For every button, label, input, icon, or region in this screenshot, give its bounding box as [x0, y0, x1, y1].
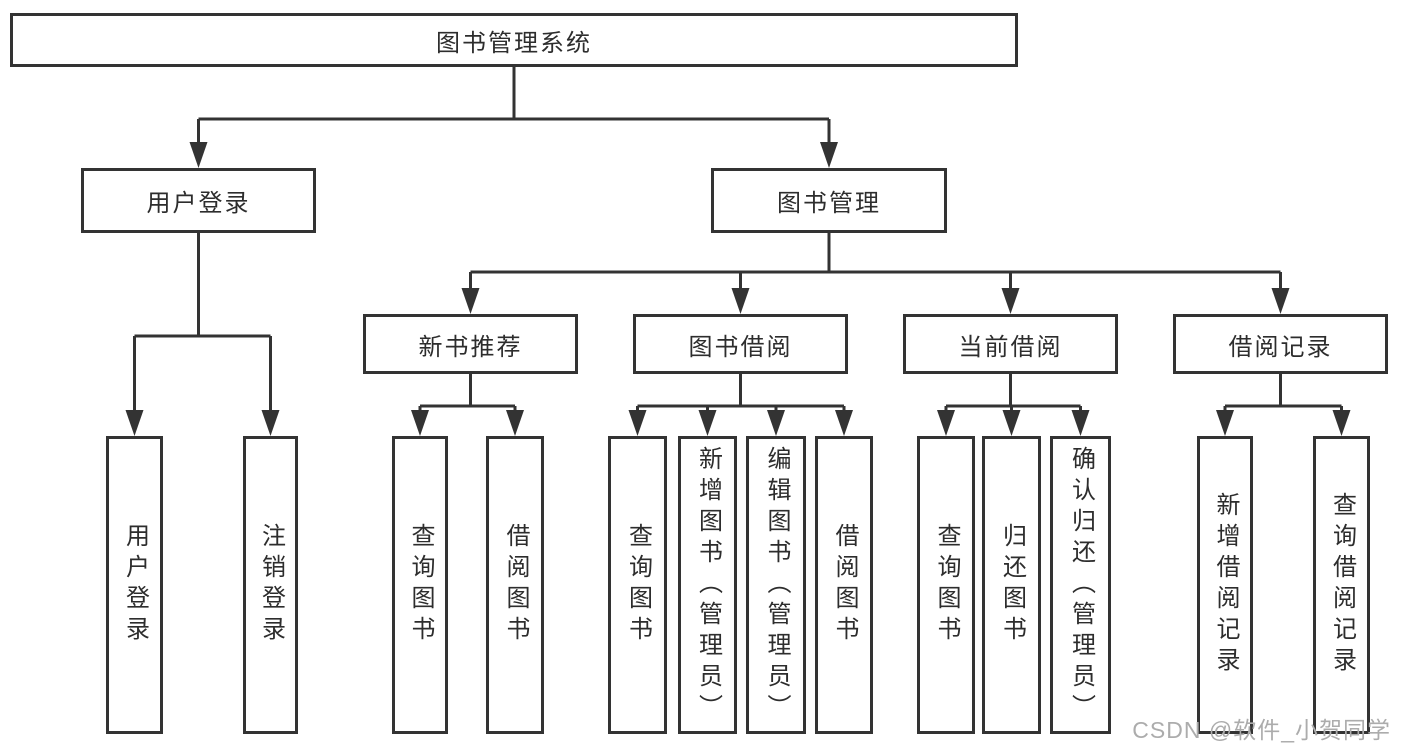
arrow-down-icon — [189, 142, 208, 168]
node-book-management: 图书管理 — [711, 168, 947, 233]
node-label: 新书推荐 — [418, 333, 523, 361]
node-library-system: 图书管理系统 — [10, 13, 1018, 67]
arrow-down-icon — [261, 410, 280, 436]
leaf-label: 编辑图书（管理员） — [763, 445, 790, 725]
arrow-down-icon — [731, 288, 750, 314]
node-label: 当前借阅 — [958, 333, 1063, 361]
connector-management-to-level3 — [469, 233, 1282, 292]
leaf-label: 注销登录 — [257, 523, 285, 647]
leaf-label: 用户登录 — [121, 523, 149, 647]
leaf-label: 查询图书 — [624, 523, 652, 647]
arrow-down-icon — [937, 410, 955, 436]
leaf-recommend-borrow-books: 借阅图书 — [486, 436, 544, 734]
node-current-borrowing: 当前借阅 — [903, 314, 1118, 374]
arrow-down-icon — [698, 410, 717, 436]
arrow-down-icon — [461, 288, 480, 314]
arrow-down-icon — [1271, 288, 1290, 314]
arrow-down-icon — [1071, 410, 1090, 436]
leaf-recommend-query-books: 查询图书 — [392, 436, 448, 734]
leaf-borrowing-query-books: 查询图书 — [608, 436, 667, 734]
leaf-borrowing-add-book-admin: 新增图书（管理员） — [678, 436, 737, 734]
leaf-records-query-borrow-record: 查询借阅记录 — [1313, 436, 1370, 734]
connector-borrowing-to-leaves — [636, 374, 846, 414]
node-new-book-recommendation: 新书推荐 — [363, 314, 578, 374]
connector-root-to-level2 — [197, 67, 831, 146]
leaf-borrowing-edit-book-admin: 编辑图书（管理员） — [746, 436, 806, 734]
node-label: 用户登录 — [146, 190, 251, 217]
connector-current-to-leaves — [944, 374, 1082, 414]
node-user-login: 用户登录 — [81, 168, 316, 233]
leaf-login-user-login: 用户登录 — [106, 436, 163, 734]
arrow-down-icon — [506, 410, 524, 436]
connector-records-to-leaves — [1223, 374, 1343, 414]
arrow-down-icon — [628, 410, 647, 436]
arrow-down-icon — [125, 410, 144, 436]
arrowheads — [125, 142, 1351, 436]
watermark-text: CSDN @软件_小贺同学 — [1132, 717, 1391, 743]
leaf-current-return-books: 归还图书 — [982, 436, 1041, 734]
leaf-label: 查询借阅记录 — [1328, 492, 1356, 678]
leaf-label: 查询图书 — [933, 523, 960, 647]
node-label: 图书管理系统 — [436, 29, 592, 57]
node-book-borrowing: 图书借阅 — [633, 314, 848, 374]
node-borrowing-records: 借阅记录 — [1173, 314, 1388, 374]
leaf-borrowing-borrow-books: 借阅图书 — [815, 436, 873, 734]
leaf-records-add-borrow-record: 新增借阅记录 — [1197, 436, 1253, 734]
connector-login-to-leaves — [133, 233, 272, 414]
arrow-down-icon — [820, 142, 838, 168]
leaf-label: 查询图书 — [407, 523, 434, 647]
connector-recommend-to-leaves — [418, 374, 517, 414]
leaf-login-logout: 注销登录 — [243, 436, 298, 734]
arrow-down-icon — [1001, 288, 1020, 314]
leaf-label: 新增借阅记录 — [1212, 492, 1239, 678]
arrow-down-icon — [835, 410, 853, 436]
leaf-label: 新增图书（管理员） — [694, 445, 722, 725]
arrow-down-icon — [1002, 410, 1021, 436]
leaf-current-confirm-return-admin: 确认归还（管理员） — [1050, 436, 1111, 734]
leaf-label: 确认归还（管理员） — [1067, 445, 1095, 725]
arrow-down-icon — [767, 410, 785, 436]
watermark: CSDN @软件_小贺同学 — [1132, 711, 1391, 745]
node-label: 图书管理 — [777, 190, 881, 217]
leaf-current-query-books: 查询图书 — [917, 436, 975, 734]
leaf-label: 借阅图书 — [831, 523, 858, 647]
leaf-label: 归还图书 — [998, 523, 1026, 647]
node-label: 图书借阅 — [688, 333, 793, 361]
arrow-down-icon — [1216, 410, 1234, 436]
arrow-down-icon — [411, 410, 429, 436]
arrow-down-icon — [1332, 410, 1351, 436]
node-label: 借阅记录 — [1228, 333, 1333, 361]
leaf-label: 借阅图书 — [502, 523, 529, 647]
